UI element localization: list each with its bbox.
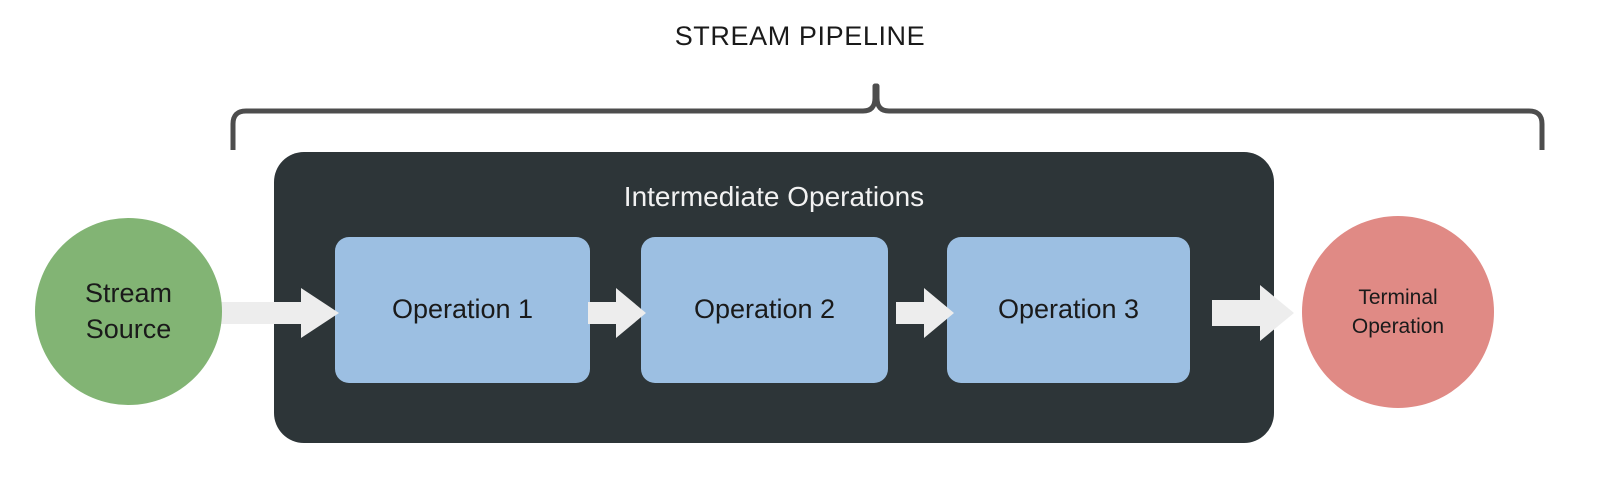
operation-box-3-label: Operation 3 [997, 294, 1140, 325]
operation-box-1[interactable]: Operation 1 [335, 237, 590, 383]
operation-box-2[interactable]: Operation 2 [641, 237, 888, 383]
operation-box-3[interactable]: Operation 3 [947, 237, 1190, 383]
arrow-right-icon-source-to-operation-1 [219, 285, 339, 341]
stream-source-label-line-1: Stream [84, 277, 173, 308]
terminal-operation-node[interactable]: Terminal Operation [1302, 216, 1494, 408]
terminal-operation-label-line-1: Terminal [1358, 285, 1438, 309]
arrow-right-icon-operation-1-to-operation-2 [588, 285, 646, 341]
stream-source-node[interactable]: Stream Source [35, 218, 222, 405]
intermediate-operations-label: Intermediate Operations [623, 181, 925, 212]
operation-box-1-label: Operation 1 [391, 294, 534, 325]
stream-source-label-line-2: Source [85, 313, 172, 344]
terminal-operation-label-line-2: Operation [1351, 315, 1445, 338]
arrow-right-icon-operation-2-to-operation-3 [896, 285, 954, 341]
page-title: STREAM PIPELINE [674, 21, 926, 51]
operation-box-2-label: Operation 2 [693, 294, 836, 325]
pipeline-brace [215, 78, 1560, 160]
arrow-right-icon-operation-3-to-terminal [1212, 285, 1294, 341]
